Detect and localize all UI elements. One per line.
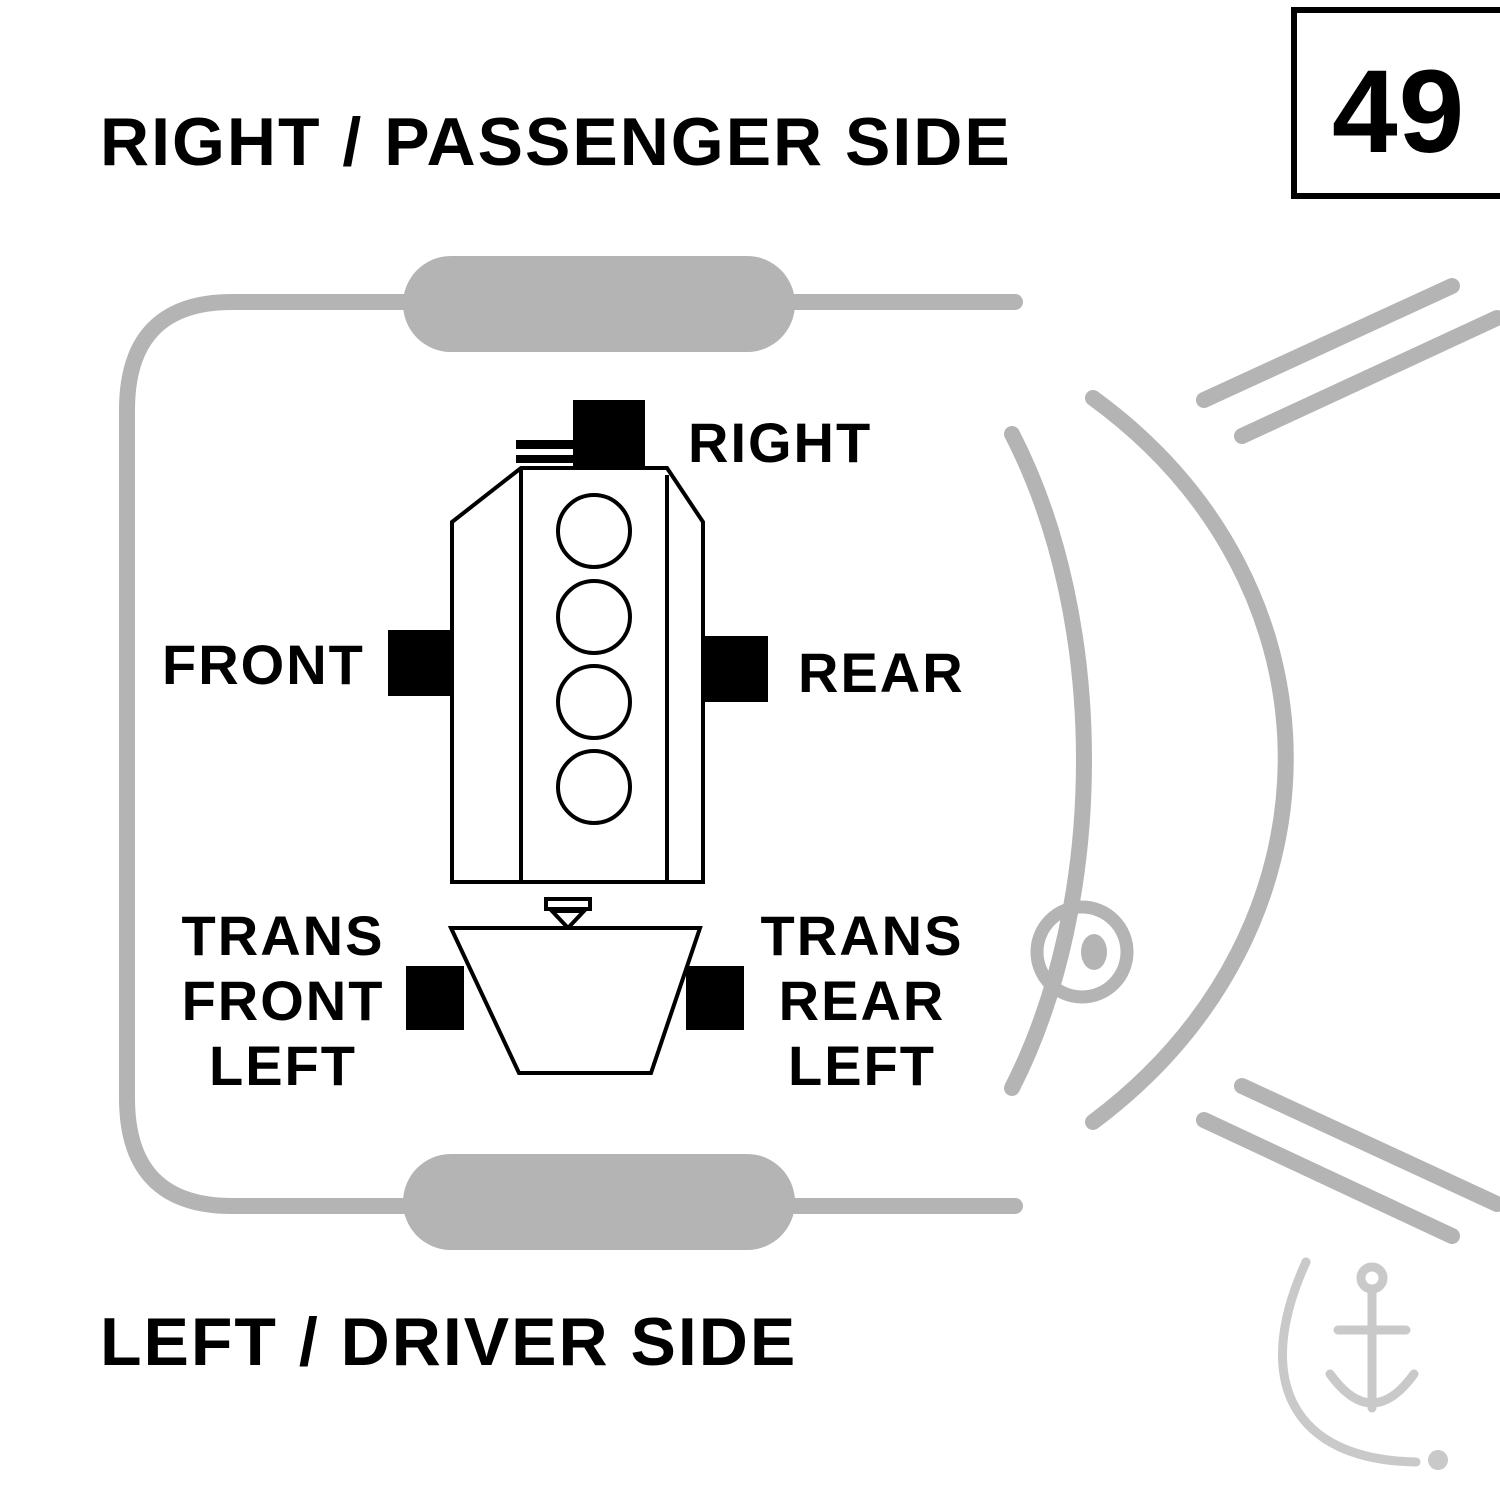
car-outline [119, 256, 1500, 1250]
cylinder-3 [556, 664, 632, 740]
steering-wheel-hub [1081, 934, 1107, 970]
anchor-flukes-icon [1325, 1369, 1419, 1408]
mount-rear [703, 636, 768, 702]
transmission [447, 897, 703, 1075]
mount-right-bolt-2 [516, 455, 574, 463]
mount-right-bolt-1 [516, 440, 574, 449]
wheel-bottom [403, 1154, 795, 1250]
label-trans-front-left-line3: LEFT [209, 1034, 357, 1097]
mount-trans-front-left [406, 966, 464, 1030]
anchor-ring-icon [1356, 1262, 1388, 1294]
diagram-labels: RIGHT / PASSENGER SIDE LEFT / DRIVER SID… [100, 104, 1012, 1380]
cylinder-1 [556, 493, 632, 569]
steering-wheel [1030, 900, 1134, 1004]
pillar-line-bottom-inner [1196, 1112, 1460, 1244]
car-front-body-line [119, 294, 413, 1214]
label-right: RIGHT [688, 411, 872, 474]
figure-number: 49 [1332, 46, 1465, 178]
figure-number-box: 49 [1291, 7, 1500, 199]
watermark-anchor-logo [1278, 1257, 1448, 1470]
label-trans-front-left: TRANS FRONT LEFT [182, 904, 385, 1097]
cylinder-2 [556, 579, 632, 655]
trans-coupler-bar [544, 897, 592, 911]
pillar-line-top-inner [1196, 278, 1460, 408]
watermark-dot-icon [1428, 1450, 1448, 1470]
windshield-inner-curve [1004, 426, 1092, 1096]
mount-trans-rear-left [686, 966, 744, 1030]
label-trans-rear-left: TRANS REAR LEFT [761, 904, 964, 1097]
mount-front [388, 630, 452, 696]
pillar-line-bottom-outer [1234, 1078, 1500, 1212]
transmission-outline [447, 926, 703, 1075]
mount-pads [388, 400, 768, 1030]
label-front: FRONT [162, 633, 365, 696]
figure-number-border [1291, 7, 1500, 199]
bottom-side-label: LEFT / DRIVER SIDE [100, 1304, 797, 1380]
label-trans-front-left-line1: TRANS [182, 904, 385, 967]
label-trans-rear-left-line1: TRANS [761, 904, 964, 967]
cylinder-4 [556, 749, 632, 825]
label-trans-front-left-line2: FRONT [182, 969, 385, 1032]
engine-block [450, 466, 705, 884]
mount-right [573, 400, 645, 468]
label-rear: REAR [798, 641, 965, 704]
trans-coupler-funnel [547, 909, 589, 931]
pillar-line-top-outer [1234, 310, 1500, 444]
watermark-swoosh-icon [1278, 1257, 1421, 1467]
top-side-label: RIGHT / PASSENGER SIDE [100, 104, 1012, 180]
label-trans-rear-left-line3: LEFT [788, 1034, 936, 1097]
windshield-outer-curve [1085, 390, 1294, 1130]
wheel-top [403, 256, 795, 352]
label-trans-rear-left-line2: REAR [779, 969, 946, 1032]
